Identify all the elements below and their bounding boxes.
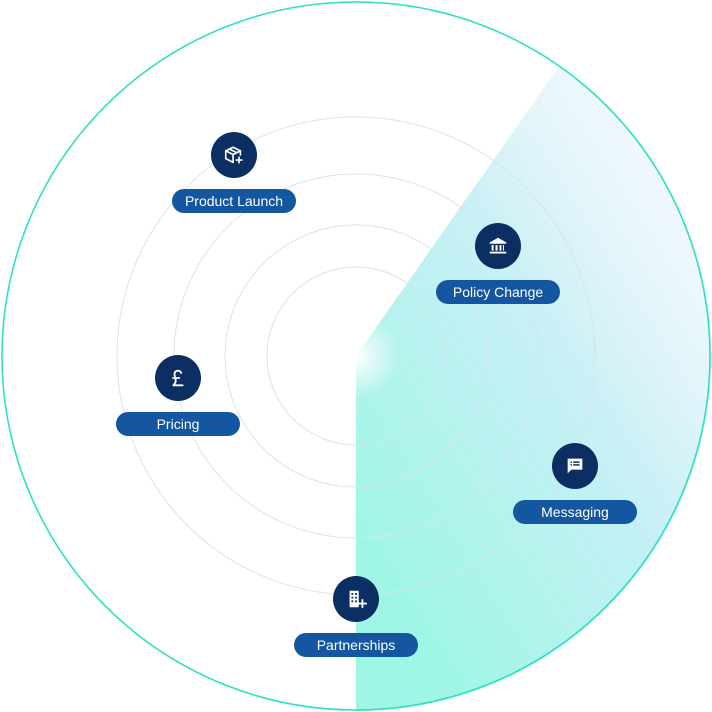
node-policy-change[interactable]: Policy Change [436, 223, 560, 304]
bank-icon [475, 223, 521, 269]
node-label-product-launch: Product Launch [172, 189, 296, 213]
radar-sweep [356, 65, 712, 712]
radar-ring-1 [266, 266, 446, 446]
node-messaging[interactable]: Messaging [513, 443, 637, 524]
node-pricing[interactable]: Pricing [116, 355, 240, 436]
node-label-policy-change: Policy Change [436, 280, 560, 304]
pound-icon [155, 355, 201, 401]
chat-message-icon [552, 443, 598, 489]
node-label-pricing: Pricing [116, 412, 240, 436]
node-label-partnerships: Partnerships [294, 633, 418, 657]
radar-ring-2 [224, 224, 488, 488]
building-add-icon [333, 576, 379, 622]
radar-sweep-center-fade [296, 296, 416, 416]
node-product-launch[interactable]: Product Launch [172, 132, 296, 213]
node-label-messaging: Messaging [513, 500, 637, 524]
package-add-icon [211, 132, 257, 178]
node-partnerships[interactable]: Partnerships [294, 576, 418, 657]
